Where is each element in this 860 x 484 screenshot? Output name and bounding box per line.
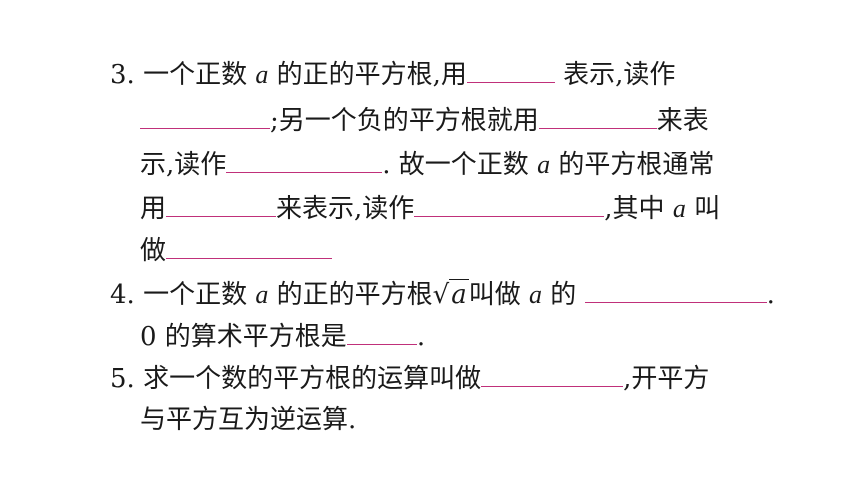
q5-line-1: 5. 求一个数的平方根的运算叫做,开平方 — [110, 360, 709, 397]
var-a: a — [255, 60, 269, 89]
q3-number: 3. — [110, 60, 135, 90]
blank-q3-5[interactable] — [166, 190, 277, 217]
q3-line-1: 3. 一个正数 a 的正的平方根,用 表示,读作 — [110, 56, 675, 93]
q3-line-3: 示,读作. 故一个正数 a 的平方根通常 — [140, 146, 714, 183]
blank-q3-6[interactable] — [414, 190, 605, 217]
blank-q3-3[interactable] — [538, 102, 657, 129]
q5-number: 5. — [110, 364, 135, 394]
sqrt-a: √a — [432, 279, 469, 310]
blank-q3-2[interactable] — [140, 102, 270, 129]
q4-number: 4. — [110, 280, 135, 310]
blank-q3-1[interactable] — [466, 56, 555, 83]
q3-line-4: 用来表示,读作,其中 a 叫 — [140, 190, 720, 227]
q5-line-2: 与平方互为逆运算. — [140, 405, 357, 435]
q4-line-1: 4. 一个正数 a 的正的平方根√a叫做 a 的 . — [110, 276, 775, 313]
var-a: a — [537, 150, 551, 179]
var-a: a — [672, 194, 686, 223]
q3-line-2: ;另一个负的平方根就用来表 — [140, 102, 709, 139]
q4-line-2: 0 的算术平方根是. — [140, 318, 425, 355]
blank-q3-4[interactable] — [226, 146, 383, 173]
q3-line-5: 做 — [140, 232, 333, 269]
blank-q3-7[interactable] — [166, 232, 333, 259]
var-a: a — [255, 280, 269, 309]
blank-q4-2[interactable] — [346, 318, 417, 345]
blank-q4-1[interactable] — [584, 276, 767, 303]
var-a: a — [529, 280, 543, 309]
blank-q5-1[interactable] — [481, 360, 624, 387]
